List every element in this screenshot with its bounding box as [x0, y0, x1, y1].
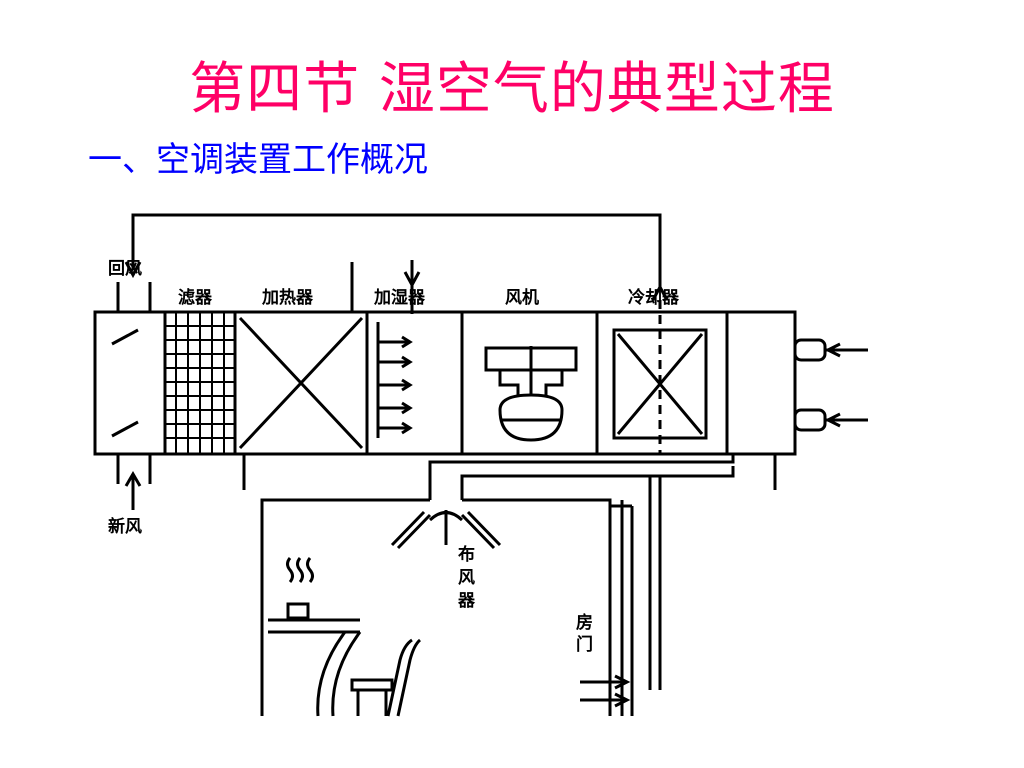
label-return-air: 回风 [108, 259, 142, 279]
ahu-casing [93, 310, 797, 456]
filter-grid [165, 312, 235, 454]
label-heater: 加热器 [261, 287, 314, 308]
label-filter: 滤器 [178, 287, 213, 308]
label-room-door-2: 门 [576, 634, 593, 655]
label-cooler: 冷却器 [628, 287, 680, 308]
label-diffuser-3: 器 [457, 591, 476, 611]
label-fan: 风机 [505, 287, 539, 308]
label-diffuser-2: 风 [458, 568, 475, 588]
supply-duct [428, 454, 735, 500]
return-air-duct [131, 213, 662, 290]
room-walls [260, 498, 430, 716]
slide-subtitle: 一、空调装置工作概况 [88, 140, 428, 180]
slide-title: 第四节 湿空气的典型过程 [189, 57, 835, 122]
label-fresh-air: 新风 [108, 516, 142, 537]
fan-impeller [498, 393, 564, 442]
label-room-door-1: 房 [576, 612, 593, 633]
label-diffuser-1: 布 [458, 544, 475, 565]
label-humidifier: 加湿器 [373, 288, 426, 308]
